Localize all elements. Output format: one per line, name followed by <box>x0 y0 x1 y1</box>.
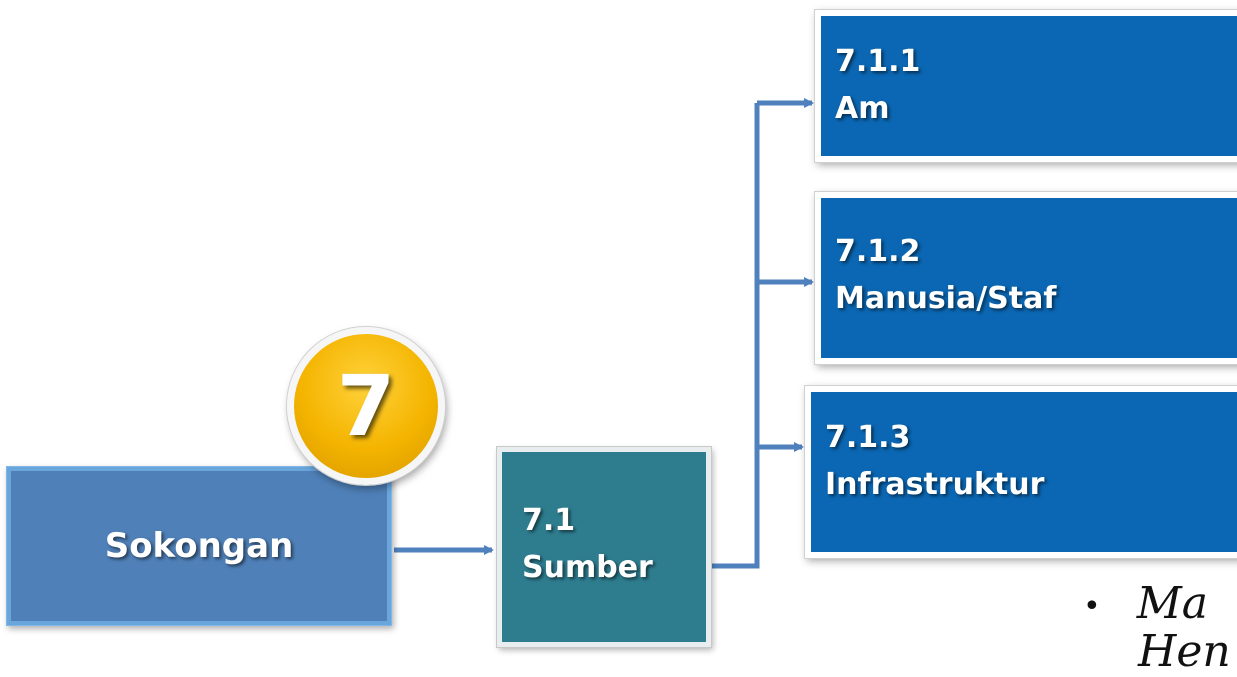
clause-number-badge: 7 <box>287 327 445 485</box>
node-7-1-2-label: Manusia/Staf <box>835 281 1057 316</box>
node-7-1: 7.1 Sumber <box>497 447 711 647</box>
note-bullet-line: • Ma <box>1083 578 1208 629</box>
node-sokongan: Sokongan <box>6 466 392 626</box>
node-7-1-1-code: 7.1.1 <box>835 44 921 79</box>
clause-number: 7 <box>336 357 396 455</box>
note-text-line2: Hen <box>1138 626 1231 677</box>
bullet-icon: • <box>1083 589 1101 624</box>
node-7-1-label: Sumber <box>522 550 653 585</box>
node-7-1-3-code: 7.1.3 <box>825 420 911 455</box>
node-7-1-1-label: Am <box>835 91 890 126</box>
node-7-1-3-label: Infrastruktur <box>825 467 1045 502</box>
node-7-1-1: 7.1.1 Am <box>815 10 1237 162</box>
note-bullet-line-2: Hen <box>1138 626 1231 677</box>
node-7-1-2-code: 7.1.2 <box>835 234 921 269</box>
node-sokongan-label: Sokongan <box>104 526 294 566</box>
node-7-1-2: 7.1.2 Manusia/Staf <box>815 192 1237 364</box>
note-text-line1: Ma <box>1136 578 1208 629</box>
node-7-1-code: 7.1 <box>522 503 576 538</box>
node-7-1-3: 7.1.3 Infrastruktur <box>805 386 1237 558</box>
connector-sumber-trunk <box>711 103 760 569</box>
